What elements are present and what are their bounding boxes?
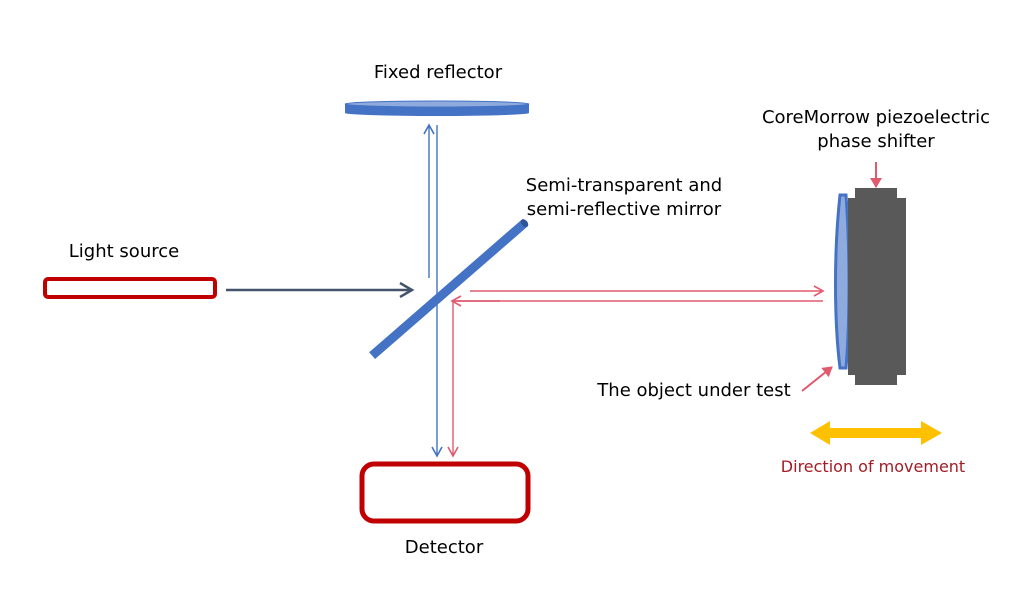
beam-splitter-mirror [369,219,529,360]
direction-of-movement-label: Direction of movement [781,457,965,476]
light-source-box [43,277,217,299]
object-pointer-arrow [801,366,833,392]
mirror-label-line2: semi-reflective mirror [527,199,722,220]
detector-label: Detector [405,537,484,558]
fixed-reflector [344,100,530,116]
detector-box [359,461,531,524]
mirror-label-line1: Semi-transparent and [526,175,722,196]
object-under-test-label: The object under test [596,380,790,401]
phase-shifter-body [848,188,906,385]
beam-return-red [447,300,823,458]
phase-shifter-label-line1: CoreMorrow piezoelectric [762,107,990,128]
fixed-reflector-label: Fixed reflector [374,62,503,83]
object-under-test [834,193,851,370]
light-source-label: Light source [69,241,179,262]
movement-double-arrow [810,421,942,445]
phase-shifter-label-line2: phase shifter [817,131,935,152]
